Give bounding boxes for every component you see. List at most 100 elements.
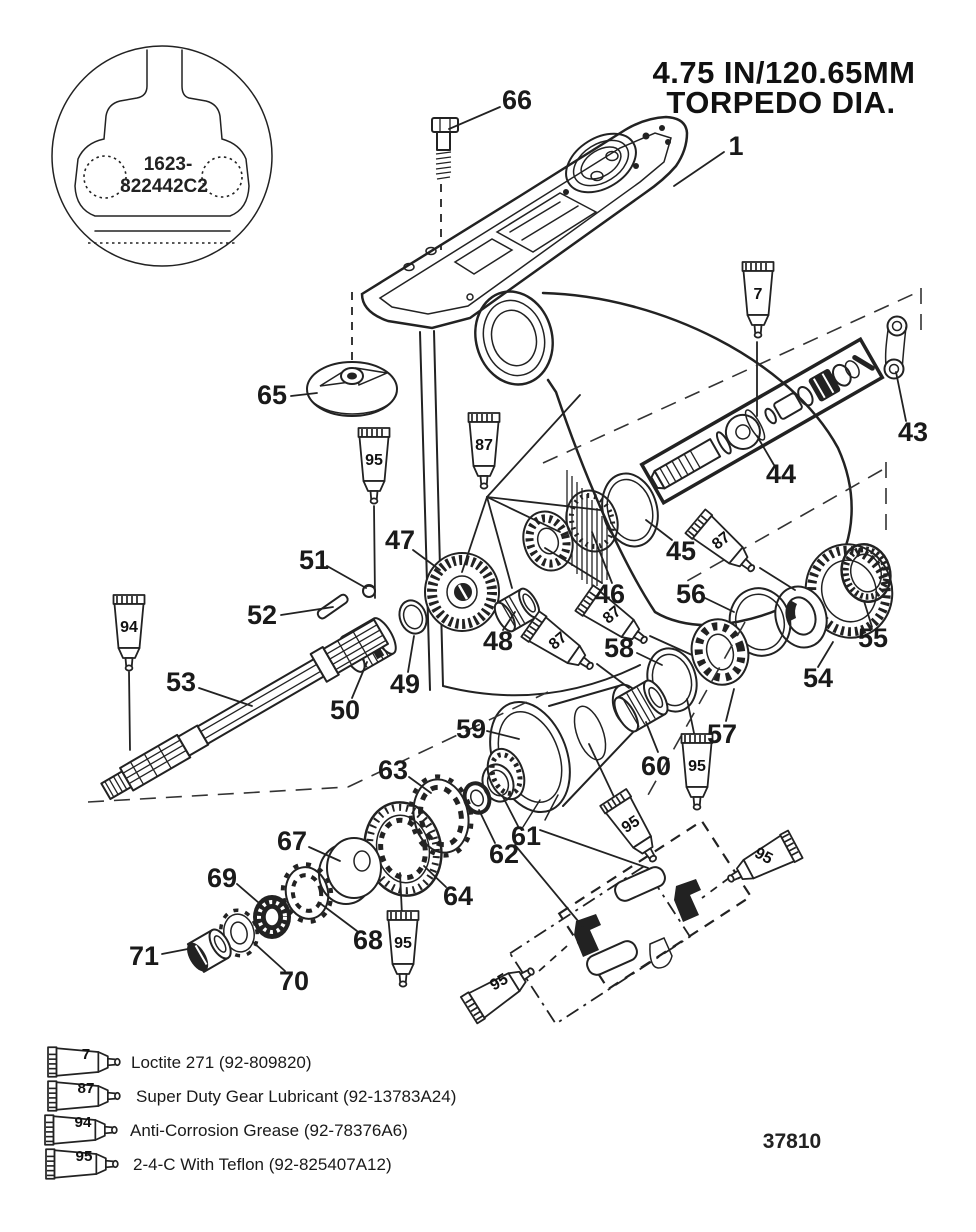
- leader-line: [423, 865, 447, 888]
- leader-line: [645, 519, 673, 541]
- grease-tube-95: 95: [727, 829, 804, 883]
- part-label-54: 54: [803, 663, 833, 693]
- leader-line: [596, 663, 630, 689]
- part-label-67: 67: [277, 826, 307, 856]
- part-label-64: 64: [443, 881, 473, 911]
- part-label-63: 63: [378, 755, 408, 785]
- leader-line: [236, 883, 260, 904]
- leader-line: [373, 505, 376, 599]
- leader-line: [636, 652, 663, 666]
- leader-line: [320, 903, 358, 932]
- part-label-47: 47: [385, 525, 415, 555]
- grease-tube-95: 95: [599, 788, 658, 863]
- part-label-66: 66: [502, 85, 532, 115]
- leader-line: [198, 687, 253, 707]
- leader-line: [544, 547, 603, 584]
- leader-line: [725, 688, 735, 722]
- part-label-45: 45: [666, 536, 696, 566]
- leader-line: [704, 597, 735, 613]
- pinion-gear-47: [424, 552, 500, 632]
- bushing-48: [493, 587, 541, 633]
- bearing-46: [522, 510, 574, 572]
- tube-code: 87: [475, 437, 493, 454]
- grease-tube-94: 94: [112, 594, 146, 672]
- leader-line: [252, 941, 286, 972]
- part-label-53: 53: [166, 667, 196, 697]
- leader-line: [539, 829, 649, 869]
- part-label-44: 44: [766, 459, 796, 489]
- leader-line: [701, 877, 730, 899]
- part-label-57: 57: [707, 719, 737, 749]
- drawing-number: 37810: [763, 1130, 821, 1153]
- grease-tube-95: 95: [45, 1148, 119, 1180]
- leader-line: [486, 394, 581, 498]
- leader-line: [502, 611, 516, 631]
- parts-badge: 1623- 822442C2: [51, 45, 273, 267]
- leader-line: [280, 606, 334, 616]
- leader-line: [649, 635, 693, 656]
- part-label-69: 69: [207, 863, 237, 893]
- leader-line: [347, 691, 549, 788]
- leader-line: [486, 496, 513, 589]
- leader-line: [863, 600, 873, 628]
- part-label-68: 68: [353, 925, 383, 955]
- leader-line: [308, 846, 341, 862]
- part-label-55: 55: [858, 623, 888, 653]
- tube-code: 95: [688, 758, 706, 775]
- part-label-52: 52: [247, 600, 277, 630]
- badge-line2: 822442C2: [120, 176, 208, 197]
- seal-55: [840, 543, 892, 603]
- bearing-57: [690, 618, 750, 686]
- leader-line: [591, 531, 613, 584]
- leader-line: [161, 947, 194, 955]
- grease-tube-95: 95: [386, 910, 420, 988]
- badge-line1: 1623-: [144, 154, 193, 175]
- grease-tube-7: 7: [47, 1046, 121, 1078]
- tube-code: 95: [752, 845, 776, 868]
- leader-line: [412, 549, 441, 571]
- leader-line: [351, 661, 368, 699]
- legend-label-95: 2-4-C With Teflon (92-825407A12): [133, 1155, 392, 1174]
- leader-line: [895, 371, 907, 422]
- leader-line: [448, 106, 501, 130]
- part-label-58: 58: [604, 633, 634, 663]
- leader-line: [128, 671, 131, 751]
- leader-line: [486, 496, 561, 533]
- leader-line: [399, 872, 403, 916]
- leader-line: [673, 151, 725, 187]
- grease-tube-87: 87: [47, 1080, 121, 1112]
- thrust-washer-63: [408, 774, 474, 858]
- leader-line: [486, 730, 520, 740]
- tube-code: 95: [394, 935, 412, 952]
- leader-line: [87, 786, 349, 803]
- leader-line: [514, 844, 584, 928]
- bearing-69: [253, 895, 291, 939]
- leader-line: [478, 809, 496, 844]
- bushing-60: [613, 679, 669, 733]
- part-label-51: 51: [299, 545, 329, 575]
- part-label-1: 1: [728, 131, 743, 161]
- driveshaft-assembly-44: [639, 336, 885, 506]
- part-label-59: 59: [456, 714, 486, 744]
- part-label-60: 60: [641, 751, 671, 781]
- leader-line: [326, 565, 367, 589]
- tube-code: 95: [487, 971, 511, 995]
- leader-line: [542, 291, 919, 464]
- leader-line: [645, 721, 659, 753]
- tube-code: 7: [754, 286, 763, 303]
- leader-line: [502, 796, 519, 827]
- part-label-62: 62: [489, 839, 519, 869]
- page-title-line1: 4.75 IN/120.65MM: [652, 55, 915, 90]
- tube-code: 95: [76, 1148, 93, 1165]
- tube-code: 87: [78, 1080, 95, 1097]
- grease-tube-95: 95: [357, 427, 391, 505]
- legend-label-94: Anti-Corrosion Grease (92-78376A6): [130, 1121, 408, 1140]
- leader-line: [486, 496, 601, 511]
- trim-tab-parts: [574, 866, 701, 976]
- grease-tube-95: 95: [459, 967, 535, 1025]
